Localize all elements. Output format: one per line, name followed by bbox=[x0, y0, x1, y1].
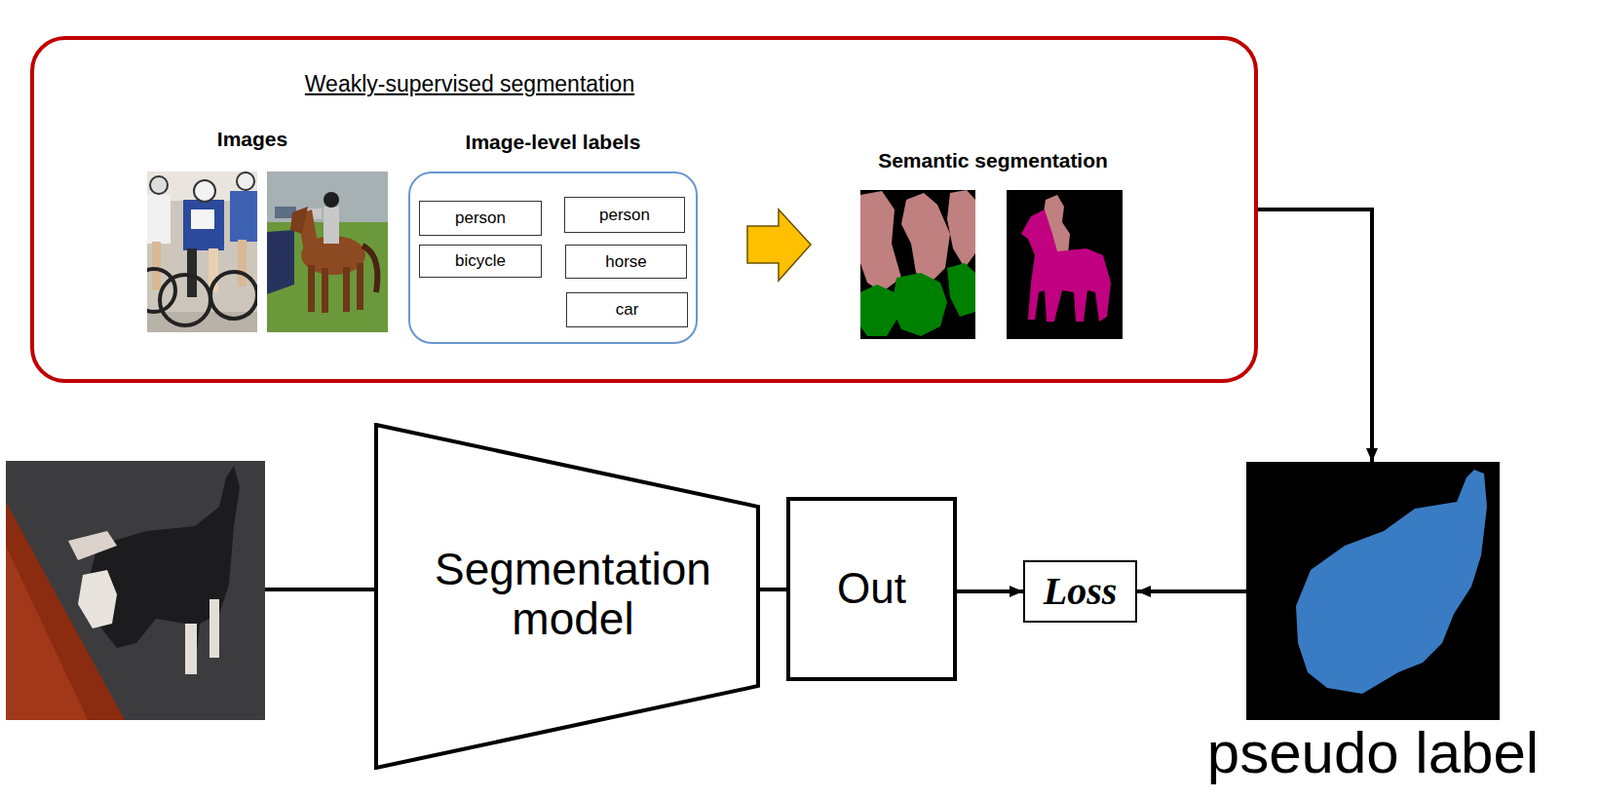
trapezoid-shape bbox=[376, 424, 759, 768]
connector bbox=[956, 589, 1024, 594]
horse-photo bbox=[266, 171, 388, 333]
rider-helmet bbox=[323, 191, 340, 208]
node-text: horse bbox=[601, 252, 651, 272]
pseudo-label-box: pseudo label bbox=[1246, 461, 1500, 721]
person-mask bbox=[947, 190, 976, 268]
wood-floor bbox=[5, 501, 125, 721]
output-box: Out bbox=[786, 496, 957, 682]
leg bbox=[152, 241, 161, 291]
banner bbox=[266, 229, 295, 295]
horse-leg bbox=[307, 265, 315, 312]
node-text: pseudo label bbox=[1207, 723, 1539, 783]
node-text: car bbox=[611, 300, 644, 320]
node-text: person bbox=[451, 208, 510, 229]
node-text: bicycle bbox=[451, 251, 510, 271]
process-arrow bbox=[747, 209, 811, 281]
node-text: person bbox=[595, 205, 654, 226]
segmentation-mask bbox=[860, 190, 976, 340]
class-label-box: horse bbox=[565, 244, 687, 279]
group-heading: Images bbox=[217, 127, 288, 152]
connector bbox=[1137, 589, 1247, 594]
dog-paw bbox=[68, 531, 117, 561]
bicycle-mask bbox=[860, 284, 899, 337]
node-text: Loss bbox=[1039, 569, 1122, 614]
group-heading: Semantic segmentation bbox=[877, 149, 1108, 173]
model-trapezoid: Segmentation model bbox=[374, 422, 761, 770]
helmet bbox=[150, 176, 168, 194]
loss-box: Loss bbox=[1023, 560, 1138, 623]
rider bbox=[323, 206, 340, 244]
horse-leg bbox=[356, 263, 364, 310]
class-label-box: person bbox=[419, 200, 542, 236]
person-mask bbox=[860, 190, 902, 293]
input-photo bbox=[5, 460, 266, 721]
jersey-stripe bbox=[190, 209, 215, 229]
class-label-box: bicycle bbox=[419, 244, 542, 278]
node-text: Out bbox=[833, 564, 911, 614]
leg bbox=[187, 248, 197, 298]
horse-leg bbox=[342, 266, 350, 312]
horse-tail bbox=[362, 245, 378, 293]
node-text: Weakly-supervised segmentation bbox=[304, 71, 635, 97]
dog-leg bbox=[209, 599, 220, 658]
dog-body bbox=[82, 465, 240, 673]
horse-mask bbox=[1021, 209, 1111, 322]
connector bbox=[1257, 209, 1372, 462]
label-group: personbicyclepersonhorsecarImage-level l… bbox=[408, 171, 698, 344]
leg bbox=[237, 239, 247, 287]
input-line bbox=[265, 587, 375, 592]
node-text: Segmentation model bbox=[426, 544, 720, 644]
jersey bbox=[147, 194, 171, 244]
mask-background bbox=[1006, 190, 1123, 340]
connector bbox=[760, 587, 787, 592]
helmet bbox=[236, 172, 255, 191]
node-text: Image-level labels bbox=[410, 130, 696, 154]
dog-leg bbox=[185, 623, 197, 675]
horse-head bbox=[290, 206, 308, 234]
jersey bbox=[183, 199, 225, 251]
wood-floor bbox=[5, 545, 88, 721]
mask-background bbox=[860, 190, 976, 340]
segmentation-mask bbox=[1006, 190, 1123, 340]
dog-mask bbox=[1295, 469, 1487, 694]
class-label-box: car bbox=[566, 292, 688, 328]
dog-face bbox=[77, 570, 117, 629]
wheel bbox=[147, 268, 176, 312]
pseudo-label-image bbox=[1246, 461, 1500, 721]
carpet bbox=[5, 460, 266, 721]
horse-leg bbox=[321, 267, 329, 313]
class-label-box: person bbox=[564, 196, 686, 233]
wheel bbox=[159, 274, 211, 326]
cyclists-photo bbox=[147, 171, 258, 333]
group-panel: person bicycle person horse car Image-level l… bbox=[30, 36, 1258, 383]
jersey bbox=[229, 190, 258, 242]
bicycle-mask bbox=[947, 263, 976, 317]
mask-background bbox=[1246, 461, 1500, 721]
person-mask bbox=[901, 192, 951, 283]
bicycle-mask bbox=[891, 272, 948, 337]
helmet bbox=[193, 180, 216, 202]
wheel bbox=[210, 271, 258, 319]
